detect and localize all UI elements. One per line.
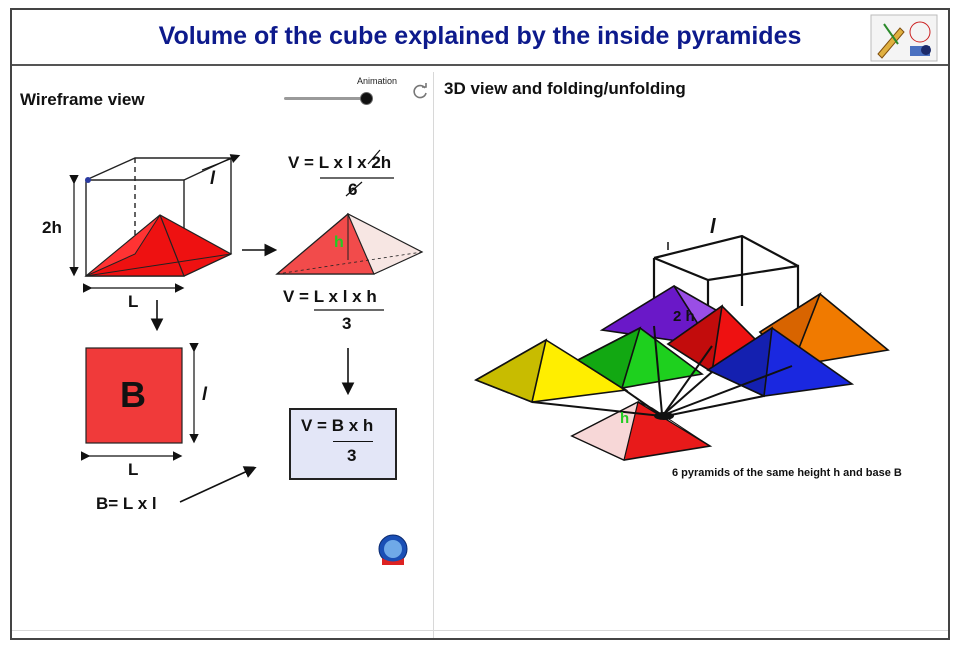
extracted-pyramid xyxy=(275,212,424,275)
strike-6 xyxy=(345,181,363,197)
final-formula-denominator: 3 xyxy=(347,446,357,465)
wireframe-diagram xyxy=(69,149,424,565)
base-letter: B xyxy=(120,374,146,415)
inner-red-pyramid xyxy=(84,214,233,277)
header: Volume of the cube explained by the insi… xyxy=(12,10,948,66)
label-l-base: l xyxy=(202,384,208,404)
bottom-divider xyxy=(12,630,948,631)
pyramids-caption: 6 pyramids of the same height h and base… xyxy=(672,467,902,479)
animation-slider-handle[interactable] xyxy=(360,92,373,105)
final-formula-box: V = B x h 3 xyxy=(289,408,397,480)
label-h-3d: h xyxy=(620,410,630,427)
panel-divider xyxy=(433,72,434,638)
label-cube-edge: l xyxy=(710,216,716,238)
label-L-base: L xyxy=(128,460,139,479)
geometry-tools-icon xyxy=(870,14,938,62)
formula-top: V = L x l x 2h xyxy=(288,153,392,172)
pyramid-green xyxy=(576,326,704,390)
refresh-icon[interactable] xyxy=(411,82,429,100)
page-title: Volume of the cube explained by the insi… xyxy=(158,22,802,50)
wireframe-title: Wireframe view xyxy=(20,90,145,109)
animation-label: Animation xyxy=(357,76,398,86)
author-badge-icon xyxy=(378,534,408,565)
animation-slider-track[interactable] xyxy=(284,97,368,100)
3d-view-title: 3D view and folding/unfolding xyxy=(444,79,686,98)
label-L-cube: L xyxy=(128,292,139,311)
strike-2 xyxy=(367,149,381,165)
label-l-cube: l xyxy=(210,168,216,188)
hinge-lines xyxy=(531,325,793,417)
formula-mid: V = L x l x h xyxy=(283,287,377,306)
label-2h-3d: 2 h xyxy=(673,308,695,325)
label-2h: 2h xyxy=(42,218,62,237)
label-h-pyramid: h xyxy=(334,234,344,251)
center-hinge xyxy=(654,412,674,420)
base-formula: B= L x l xyxy=(96,494,157,513)
vertex-point xyxy=(85,177,91,183)
final-formula: V = B x h xyxy=(301,416,374,435)
base-square xyxy=(85,347,183,444)
app-frame: Volume of the cube explained by the insi… xyxy=(10,8,950,640)
formula-mid-denominator: 3 xyxy=(342,314,352,333)
formula-top-denominator: 6 xyxy=(348,180,358,199)
width-arrow xyxy=(201,154,241,171)
arrow-base-to-final xyxy=(179,466,257,503)
3d-pyramids-view xyxy=(474,234,890,461)
